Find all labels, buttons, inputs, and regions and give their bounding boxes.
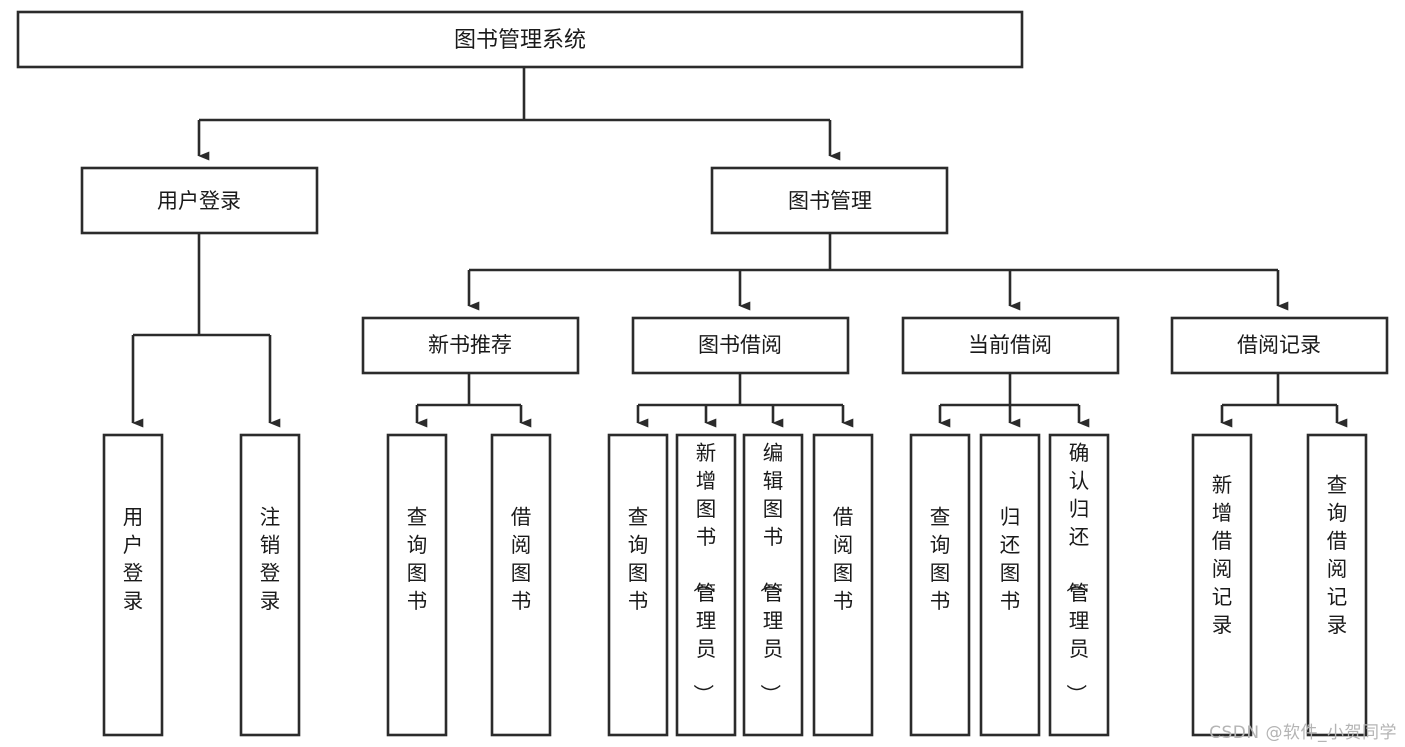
leaf-query-book-3-box[interactable]: [909, 433, 971, 737]
leaf-logout-label: 注销登录: [260, 505, 281, 613]
leaf-add-record-label: 新增借阅记录: [1212, 473, 1233, 637]
leaf-borrow-book-2-label: 借阅图书: [833, 505, 854, 613]
leaf-user-login-box[interactable]: [102, 433, 164, 737]
node-root-box[interactable]: [16, 10, 1024, 69]
leaf-query-book-2[interactable]: 查询图书: [607, 433, 669, 737]
node-borrow-record-label: 借阅记录: [1237, 333, 1321, 357]
leaf-confirm-return[interactable]: 确认归还（管理员）: [1048, 433, 1110, 737]
leaf-query-book-1-label: 查询图书: [407, 505, 428, 613]
leaf-add-record[interactable]: 新增借阅记录: [1191, 433, 1253, 737]
leaf-query-record-label: 查询借阅记录: [1327, 473, 1348, 637]
node-borrow-record[interactable]: 借阅记录: [1170, 316, 1389, 375]
node-new-book-recommend[interactable]: 新书推荐: [361, 316, 580, 375]
leaf-confirm-return-box[interactable]: [1048, 433, 1110, 737]
leaf-query-book-1[interactable]: 查询图书: [386, 433, 448, 737]
node-current-borrow-label: 当前借阅: [968, 333, 1052, 357]
leaf-add-book[interactable]: 新增图书（管理员）: [675, 433, 737, 737]
leaf-user-login[interactable]: 用户登录: [102, 433, 164, 737]
leaf-return-book[interactable]: 归还图书: [979, 433, 1041, 737]
node-borrow-record-box[interactable]: [1170, 316, 1389, 375]
edges-layer: [131, 67, 1348, 428]
leaf-user-login-label: 用户登录: [123, 505, 144, 613]
node-current-borrow[interactable]: 当前借阅: [901, 316, 1120, 375]
leaf-logout-box[interactable]: [239, 433, 301, 737]
node-book-manage[interactable]: 图书管理: [710, 166, 949, 235]
node-current-borrow-box[interactable]: [901, 316, 1120, 375]
node-book-borrow-label: 图书借阅: [698, 333, 782, 357]
node-book-manage-label: 图书管理: [788, 189, 872, 213]
leaf-add-record-box[interactable]: [1191, 433, 1253, 737]
leaf-borrow-book-1[interactable]: 借阅图书: [490, 433, 552, 737]
leaf-query-book-2-label: 查询图书: [628, 505, 649, 613]
leaf-borrow-book-2[interactable]: 借阅图书: [812, 433, 874, 737]
node-root[interactable]: 图书管理系统: [16, 10, 1024, 69]
leaf-logout[interactable]: 注销登录: [239, 433, 301, 737]
leaf-query-book-3[interactable]: 查询图书: [909, 433, 971, 737]
leaf-return-book-label: 归还图书: [1000, 505, 1021, 613]
leaf-add-book-label: 新增图书（管理员）: [691, 441, 717, 705]
leaf-query-record-box[interactable]: [1306, 433, 1368, 737]
node-root-label: 图书管理系统: [454, 28, 586, 53]
node-book-manage-box[interactable]: [710, 166, 949, 235]
node-user-login-box[interactable]: [80, 166, 319, 235]
leaf-borrow-book-1-label: 借阅图书: [511, 505, 532, 613]
node-book-borrow-box[interactable]: [631, 316, 850, 375]
node-new-book-recommend-box[interactable]: [361, 316, 580, 375]
leaf-query-book-2-box[interactable]: [607, 433, 669, 737]
leaf-confirm-return-label: 确认归还（管理员）: [1064, 441, 1090, 705]
node-new-book-recommend-label: 新书推荐: [428, 333, 512, 357]
node-book-borrow[interactable]: 图书借阅: [631, 316, 850, 375]
leaf-return-book-box[interactable]: [979, 433, 1041, 737]
leaf-query-book-1-box[interactable]: [386, 433, 448, 737]
leaf-query-book-3-label: 查询图书: [930, 505, 951, 613]
leaf-add-book-box[interactable]: [675, 433, 737, 737]
leaf-edit-book-box[interactable]: [742, 433, 804, 737]
node-user-login-label: 用户登录: [157, 189, 241, 213]
node-user-login[interactable]: 用户登录: [80, 166, 319, 235]
leaf-edit-book[interactable]: 编辑图书（管理员）: [742, 433, 804, 737]
leaf-query-record[interactable]: 查询借阅记录: [1306, 433, 1368, 737]
csdn-watermark: CSDN @软件_小贺同学: [1209, 723, 1397, 743]
leaf-edit-book-label: 编辑图书（管理员）: [758, 441, 784, 705]
leaf-borrow-book-1-box[interactable]: [490, 433, 552, 737]
leaf-borrow-book-2-box[interactable]: [812, 433, 874, 737]
